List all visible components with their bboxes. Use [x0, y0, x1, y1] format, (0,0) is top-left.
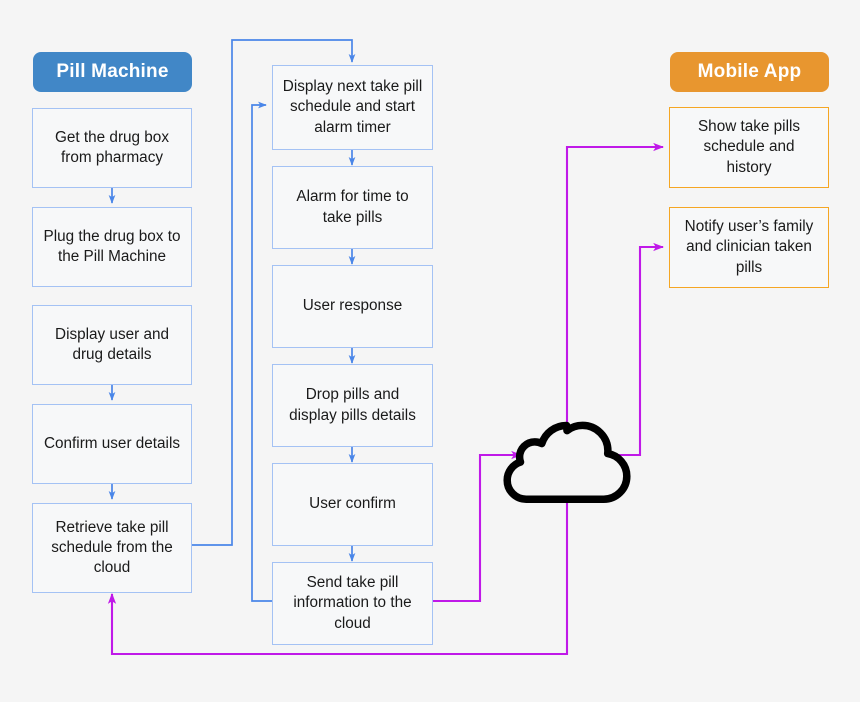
mobile-app-header: Mobile App — [670, 52, 829, 92]
node-user-confirm[interactable]: User confirm — [272, 463, 433, 546]
edge-retrieve-schedule-to-display-next-take — [192, 39, 356, 546]
node-label: Send take pill information to the cloud — [293, 574, 412, 632]
node-label: Show take pills schedule and history — [697, 118, 801, 176]
node-confirm-user-details[interactable]: Confirm user details — [32, 404, 192, 484]
node-retrieve-take-pill-schedule[interactable]: Retrieve take pill schedule from the clo… — [32, 503, 192, 593]
edge-send-take-pill-to-display-next-take — [251, 101, 272, 602]
node-label: Notify user’s family and clinician taken… — [684, 218, 814, 276]
node-label: Get the drug box from pharmacy — [55, 128, 169, 166]
node-alarm-for-time-to-take-pills[interactable]: Alarm for time to take pills — [272, 166, 433, 249]
node-show-take-pills-schedule-history[interactable]: Show take pills schedule and history — [669, 107, 829, 188]
node-label: Retrieve take pill schedule from the clo… — [51, 518, 173, 577]
node-label: Plug the drug box to the Pill Machine — [43, 227, 181, 265]
node-label: Drop pills and display pills details — [289, 386, 416, 424]
edge-send-take-pill-to-cloud — [433, 450, 523, 603]
node-label: Alarm for time to take pills — [296, 188, 409, 226]
node-send-take-pill-information[interactable]: Send take pill information to the cloud — [272, 562, 433, 645]
node-label: Display next take pill schedule and star… — [282, 78, 423, 136]
edge-cloud-to-show-schedule — [565, 142, 665, 430]
node-label: User response — [302, 297, 403, 315]
node-plug-drug-box[interactable]: Plug the drug box to the Pill Machine — [32, 207, 192, 287]
node-label: Confirm user details — [43, 434, 181, 452]
edge-cloud-to-retrieve-schedule — [107, 480, 569, 656]
node-display-next-take-pill-schedule[interactable]: Display next take pill schedule and star… — [272, 65, 433, 150]
edge-cloud-to-notify-family — [610, 242, 665, 457]
node-get-drug-box[interactable]: Get the drug box from pharmacy — [32, 108, 192, 188]
cloud-icon — [503, 421, 631, 503]
pill-machine-header: Pill Machine — [33, 52, 192, 92]
node-user-response[interactable]: User response — [272, 265, 433, 348]
node-drop-pills-and-display-details[interactable]: Drop pills and display pills details — [272, 364, 433, 447]
node-label: Display user and drug details — [55, 325, 169, 363]
node-label: User confirm — [309, 495, 396, 513]
node-notify-family-and-clinician[interactable]: Notify user’s family and clinician taken… — [669, 207, 829, 288]
node-display-user-and-drug-details[interactable]: Display user and drug details — [32, 305, 192, 385]
